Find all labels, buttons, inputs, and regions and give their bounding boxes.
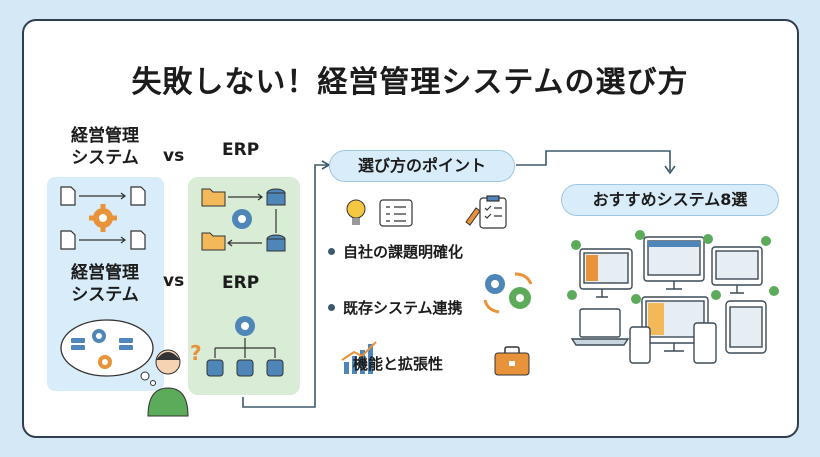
question-mark-icon: ?	[190, 341, 202, 365]
gear-icon	[89, 204, 117, 232]
check-badge-icon	[567, 230, 779, 304]
compare-top-vs: vs	[163, 146, 185, 166]
bullet-dot	[328, 248, 335, 255]
gear-icon	[92, 329, 106, 343]
bullet-dot	[328, 304, 335, 311]
server-icon	[71, 338, 133, 350]
monitor-icon	[643, 236, 705, 290]
gear-icon	[235, 316, 255, 336]
thought-cloud-diagram	[60, 319, 156, 386]
compare-top-right-label: ERP	[222, 140, 260, 160]
page-title: 失敗しない！経営管理システムの選び方	[131, 65, 689, 100]
laptop-icon	[570, 308, 630, 346]
growth-chart-icon	[341, 341, 377, 374]
point-item-1: 自社の課題明確化	[328, 241, 463, 262]
document-flow-diagram	[60, 186, 146, 250]
gear-icon	[98, 355, 112, 369]
point-label: 自社の課題明確化	[343, 243, 464, 261]
gears-sync-icon	[483, 272, 533, 314]
point-label: 機能と拡張性	[353, 355, 444, 373]
compare-mid-vs: vs	[163, 271, 185, 291]
recommended-devices-illustration	[567, 230, 779, 364]
point-label: 既存システム連携	[343, 299, 463, 317]
recommend-header: おすすめシステム8選	[561, 184, 779, 216]
points-header: 選び方のポイント	[329, 150, 515, 182]
compare-top-left-label: 経営管理 システム	[71, 126, 139, 168]
pencil-icon	[465, 207, 481, 226]
points-top-icons	[346, 195, 507, 229]
smartphone-icon	[629, 322, 717, 364]
erp-hierarchy-diagram	[206, 316, 284, 377]
compare-mid-left-label: 経営管理 システム	[71, 263, 139, 305]
monitor-icon	[711, 246, 763, 294]
tablet-icon	[725, 300, 767, 354]
clipboard-icon	[479, 195, 507, 229]
document-icon	[60, 186, 146, 250]
folder-icon	[201, 188, 226, 251]
point-item-2: 既存システム連携	[328, 297, 463, 318]
toolbox-icon	[494, 346, 530, 376]
lightbulb-icon	[346, 199, 366, 225]
erp-integration-diagram	[201, 188, 286, 252]
gear-icon	[232, 209, 252, 229]
database-icon	[266, 188, 286, 252]
point-item-3: 機能と拡張性	[353, 353, 443, 374]
compare-mid-right-label: ERP	[222, 273, 260, 293]
thinking-person-illustration: ?	[147, 341, 202, 417]
checklist-icon	[379, 199, 413, 227]
monitor-icon	[579, 248, 633, 298]
database-icon	[206, 359, 284, 377]
